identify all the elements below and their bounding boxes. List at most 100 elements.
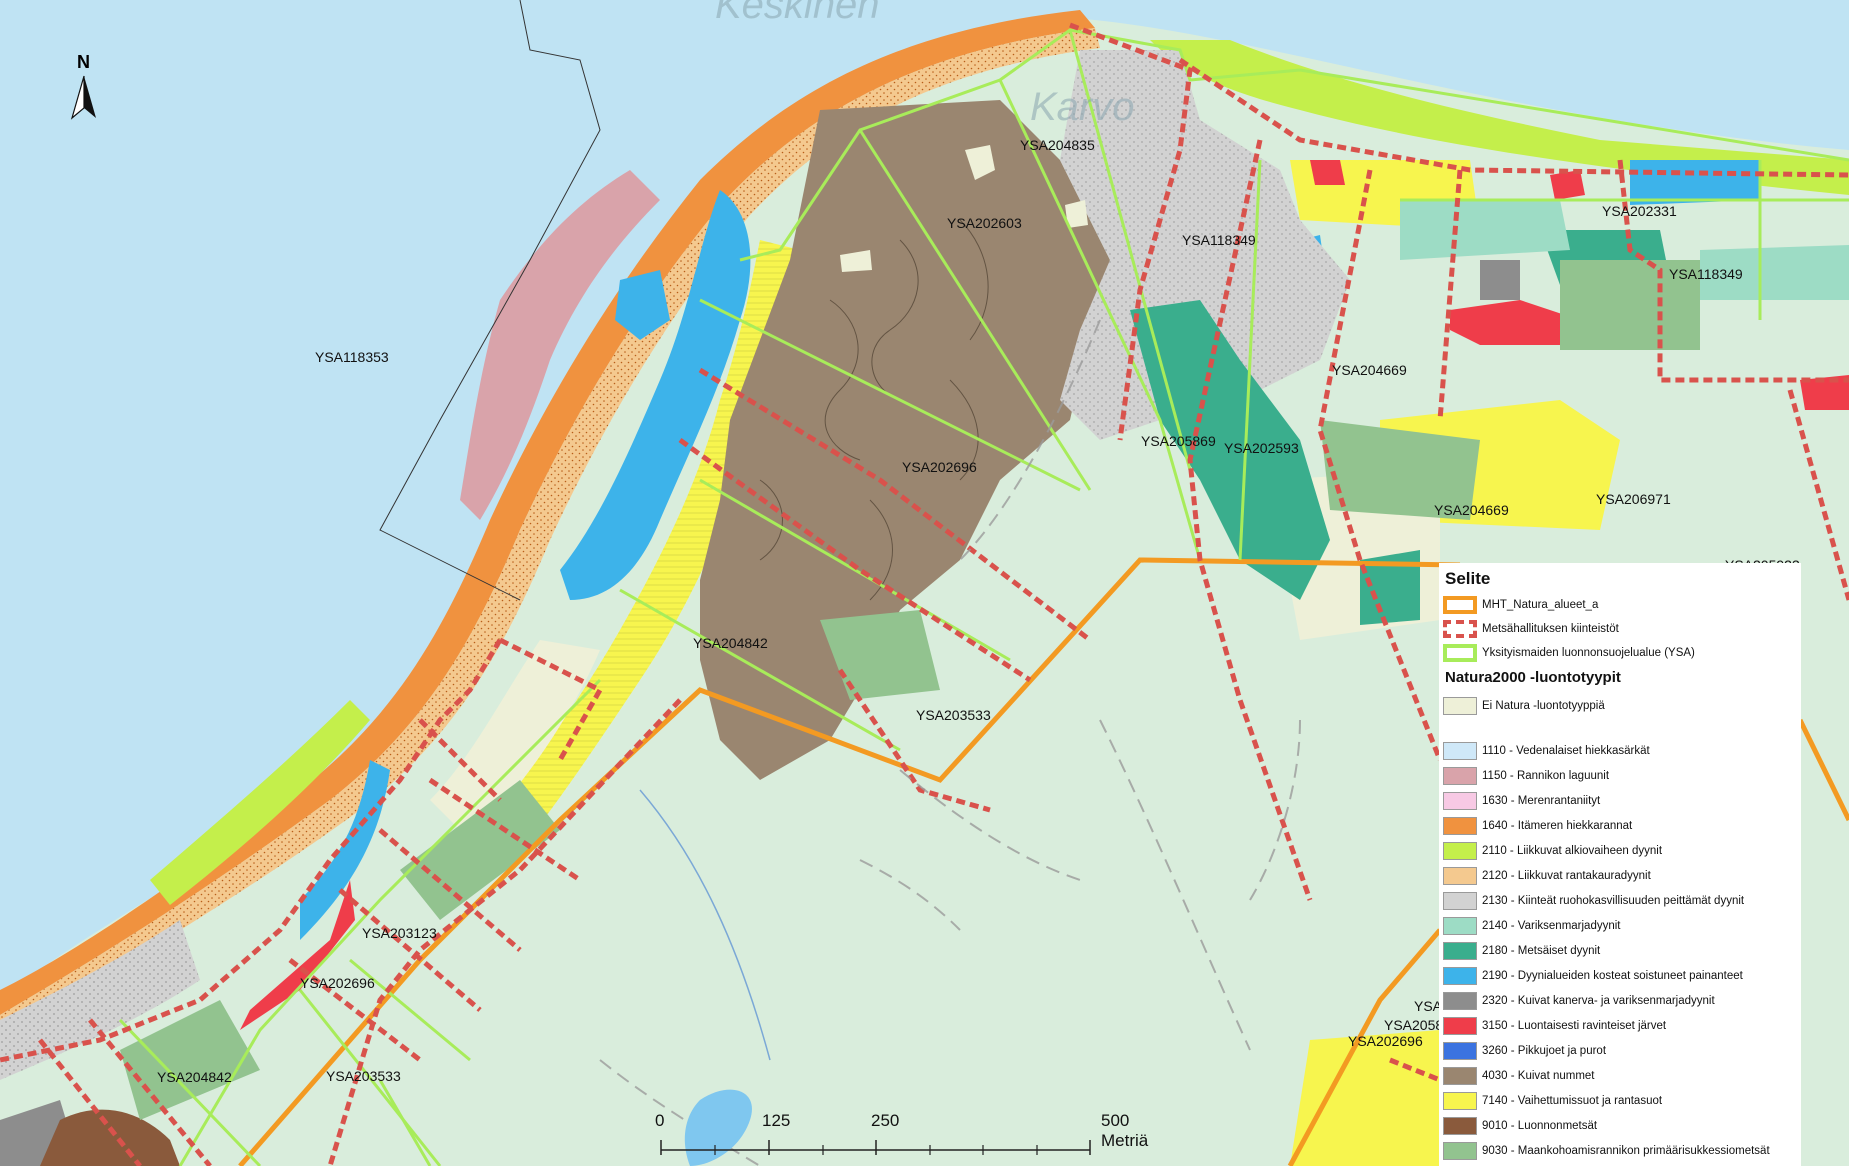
parcel-label: YSA203533 (916, 707, 991, 723)
legend-item-label: 2120 - Liikkuvat rantakauradyynit (1482, 870, 1651, 882)
place-label-karvo: Karvo (1030, 85, 1135, 129)
lake-3150-b (1310, 160, 1345, 185)
opening-a (965, 145, 995, 180)
lagoon-1150 (460, 170, 660, 520)
scale-tick-label: 500 Metriä (1101, 1111, 1149, 1150)
uplift-forest-9030-a (400, 780, 560, 920)
legend-item-2180: 2180 - Metsäiset dyynit (1443, 941, 1600, 961)
legend-item-label: 2320 - Kuivat kanerva- ja variksenmarjad… (1482, 995, 1715, 1007)
parcel-label: YSA202696 (902, 459, 977, 475)
legend-item-label: Metsähallituksen kiinteistöt (1482, 623, 1619, 635)
legend-item-label: 2140 - Variksenmarjadyynit (1482, 920, 1621, 932)
legend-item-label: 1630 - Merenrantaniityt (1482, 795, 1601, 807)
legend-swatch (1443, 1117, 1477, 1135)
scale-bar-graphic (660, 1140, 1091, 1155)
legend-item-no-natura: Ei Natura -luontotyyppiä (1443, 696, 1605, 716)
parcel-label: YSA204842 (693, 635, 768, 651)
legend-item-label: Ei Natura -luontotyyppiä (1482, 700, 1605, 712)
legend-item-label: 2190 - Dyynialueiden kosteat soistuneet … (1482, 970, 1743, 982)
legend-swatch (1443, 742, 1477, 760)
legend-swatch (1443, 967, 1477, 985)
parcel-label: YSA206971 (1596, 491, 1671, 507)
parcel-label: YSA204842 (157, 1069, 232, 1085)
legend-item-label: 1110 - Vedenalaiset hiekkasärkät (1482, 745, 1650, 757)
mh-property-swatch (1443, 620, 1477, 638)
legend-item-label: 1640 - Itämeren hiekkarannat (1482, 820, 1633, 832)
legend-item-1640: 1640 - Itämeren hiekkarannat (1443, 816, 1632, 836)
legend-swatch (1443, 1142, 1477, 1160)
opening-b (1065, 200, 1088, 228)
legend-item-2130: 2130 - Kiinteät ruohokasvillisuuden peit… (1443, 891, 1744, 911)
scale-tick-label: 0 (655, 1111, 665, 1130)
mh-property-lines (0, 22, 1849, 1166)
fixed-dune-2130-left-tex (0, 920, 200, 1080)
legend-item-label: 3260 - Pikkujoet ja purot (1482, 1045, 1607, 1057)
natura-boundary-swatch (1443, 596, 1477, 614)
uplift-forest-9030-e (820, 610, 940, 700)
legend-swatch (1443, 992, 1477, 1010)
natura-boundary-right (1287, 718, 1849, 1166)
legend-item-9010: 9010 - Luonnonmetsät (1443, 1116, 1597, 1136)
water-boundary-line (379, 0, 601, 601)
ysa-lines (118, 28, 1849, 1166)
legend-item-1110: 1110 - Vedenalaiset hiekkasärkät (1443, 741, 1650, 761)
wooded-dune-2180-far (1360, 550, 1420, 625)
parcel-label: YSA202603 (947, 215, 1022, 231)
legend-item-1630: 1630 - Merenrantaniityt (1443, 791, 1600, 811)
no-natura-coast (430, 640, 600, 840)
crowberry-dune-2140-b (1700, 245, 1849, 300)
legend-swatch (1443, 1067, 1477, 1085)
lake-3150-c (1550, 170, 1585, 200)
legend-item-ysa: Yksityismaiden luonnonsuojelualue (YSA) (1443, 643, 1695, 663)
dry-dune-2320 (1480, 260, 1520, 300)
uplift-forest-9030-d (120, 1000, 260, 1120)
wet-depression-2190-left (300, 760, 390, 940)
lake-3150-a (1450, 300, 1580, 345)
lake-3150-d (1800, 375, 1849, 410)
legend-section-title: Natura2000 -luontotyypit (1445, 669, 1621, 686)
legend-swatch (1443, 867, 1477, 885)
legend-item-4030: 4030 - Kuivat nummet (1443, 1066, 1595, 1086)
ysa-swatch (1443, 644, 1477, 662)
crowberry-dune-2140 (1400, 200, 1570, 260)
legend-item-label: 9010 - Luonnonmetsät (1482, 1120, 1598, 1132)
north-arrow: N (66, 52, 102, 122)
parcel-label: YSA203533 (326, 1068, 401, 1084)
legend-item-2140: 2140 - Variksenmarjadyynit (1443, 916, 1621, 936)
parcel-label: YSA205869 (1141, 433, 1216, 449)
legend-item-natura-boundary: MHT_Natura_alueet_a (1443, 595, 1598, 615)
parcel-label: YSA118353 (315, 349, 389, 365)
legend-item-label: 7140 - Vaihettumissuot ja rantasuot (1482, 1095, 1663, 1107)
parcel-label: YSA202331 (1602, 203, 1677, 219)
parcel-label: YSA2058 (1384, 1017, 1443, 1033)
legend-swatch (1443, 792, 1477, 810)
legend-item-2320: 2320 - Kuivat kanerva- ja variksenmarjad… (1443, 991, 1715, 1011)
legend-title: Selite (1445, 569, 1491, 588)
heath-contours (759, 219, 989, 601)
legend-item-label: MHT_Natura_alueet_a (1482, 599, 1599, 611)
scale-tick-label: 125 (762, 1111, 791, 1130)
parcel-label: YSA118349 (1669, 266, 1743, 282)
place-label-sea: Keskinen (715, 0, 880, 27)
north-arrow-icon (70, 75, 96, 120)
dune-2120-texture (0, 28, 1100, 1040)
transition-mire-7140-bottom (1290, 1030, 1440, 1166)
parcel-label: YSA204669 (1332, 362, 1407, 378)
no-natura-swatch (1443, 697, 1477, 715)
wet-depression-2190-right (1630, 160, 1760, 205)
legend-swatch (1443, 942, 1477, 960)
legend-item-1150: 1150 - Rannikon laguunit (1443, 766, 1609, 786)
legend-item-3260: 3260 - Pikkujoet ja purot (1443, 1041, 1606, 1061)
legend-swatch (1443, 892, 1477, 910)
legend-item-2120: 2120 - Liikkuvat rantakauradyynit (1443, 866, 1651, 886)
legend-item-label: 3150 - Luontaisesti ravinteiset järvet (1482, 1020, 1667, 1032)
opening-c (840, 250, 872, 272)
legend-swatch (1443, 842, 1477, 860)
legend-item-2110: 2110 - Liikkuvat alkiovaiheen dyynit (1443, 841, 1662, 861)
legend-item-label: 2180 - Metsäiset dyynit (1482, 945, 1601, 957)
transition-mire-7140-hatch (480, 240, 800, 850)
legend-item-label: Yksityismaiden luonnonsuojelualue (YSA) (1482, 647, 1695, 659)
parcel-label: YSA204669 (1434, 502, 1509, 518)
